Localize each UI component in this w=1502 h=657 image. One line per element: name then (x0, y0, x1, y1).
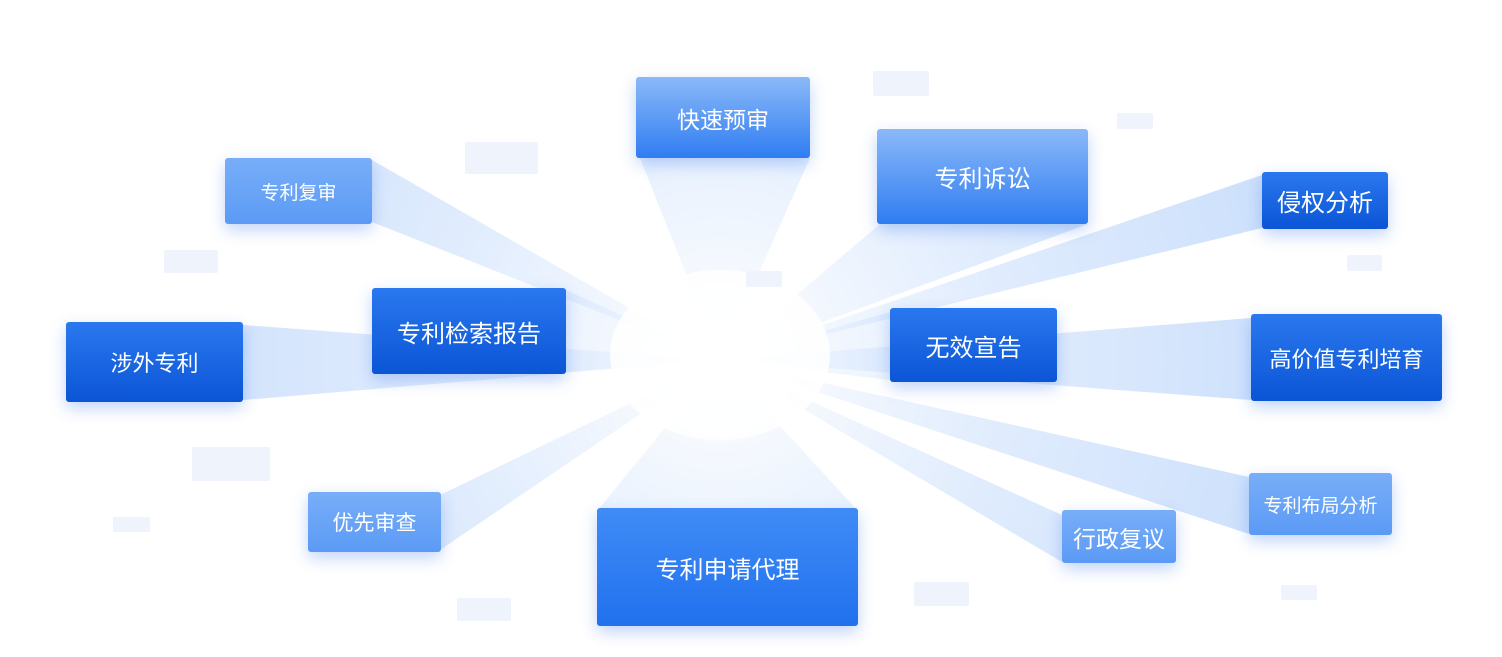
node-invalidation-declaration: 无效宣告 (890, 308, 1057, 382)
decoration-rect (1281, 585, 1317, 600)
decoration-rect (113, 517, 150, 532)
node-administrative-reconsideration: 行政复议 (1062, 510, 1176, 563)
node-label: 专利检索报告 (397, 319, 541, 348)
decoration-rect (746, 271, 782, 287)
node-label: 无效宣告 (925, 333, 1022, 362)
node-label: 侵权分析 (1277, 189, 1373, 217)
center-glow (610, 270, 830, 440)
node-label: 专利诉讼 (934, 165, 1031, 193)
beam-fast-pre-examination (640, 158, 810, 360)
decoration-rect (457, 598, 511, 621)
node-label: 优先审查 (332, 511, 417, 535)
node-high-value-patent-cultivation: 高价值专利培育 (1251, 314, 1442, 401)
decoration-rect (1117, 113, 1153, 129)
node-foreign-patent: 涉外专利 (66, 322, 243, 402)
node-patent-portfolio-analysis: 专利布局分析 (1249, 473, 1392, 535)
node-label: 专利申请代理 (655, 555, 800, 584)
node-patent-search-report: 专利检索报告 (372, 288, 566, 374)
decoration-rect (914, 582, 969, 606)
decoration-rect (164, 250, 218, 273)
beam-infringement-analysis (720, 175, 1262, 360)
decoration-rect (873, 71, 929, 96)
node-label: 涉外专利 (110, 352, 199, 377)
node-label: 快速预审 (677, 107, 769, 134)
node-patent-application-agency: 专利申请代理 (597, 508, 858, 626)
decoration-rect (465, 142, 538, 174)
node-patent-reexamination: 专利复审 (225, 158, 372, 224)
node-label: 行政复议 (1073, 526, 1165, 553)
node-label: 专利布局分析 (1263, 494, 1378, 517)
node-label: 专利复审 (260, 181, 337, 204)
node-priority-examination: 优先审查 (308, 492, 441, 552)
decoration-rect (192, 447, 270, 481)
node-fast-pre-examination: 快速预审 (636, 77, 810, 158)
beam-patent-portfolio-analysis (720, 360, 1249, 534)
node-label: 高价值专利培育 (1269, 347, 1424, 373)
node-infringement-analysis: 侵权分析 (1262, 172, 1388, 229)
decoration-rect (1347, 255, 1382, 271)
beam-administrative-reconsideration (720, 360, 1062, 562)
node-patent-litigation: 专利诉讼 (877, 129, 1088, 224)
